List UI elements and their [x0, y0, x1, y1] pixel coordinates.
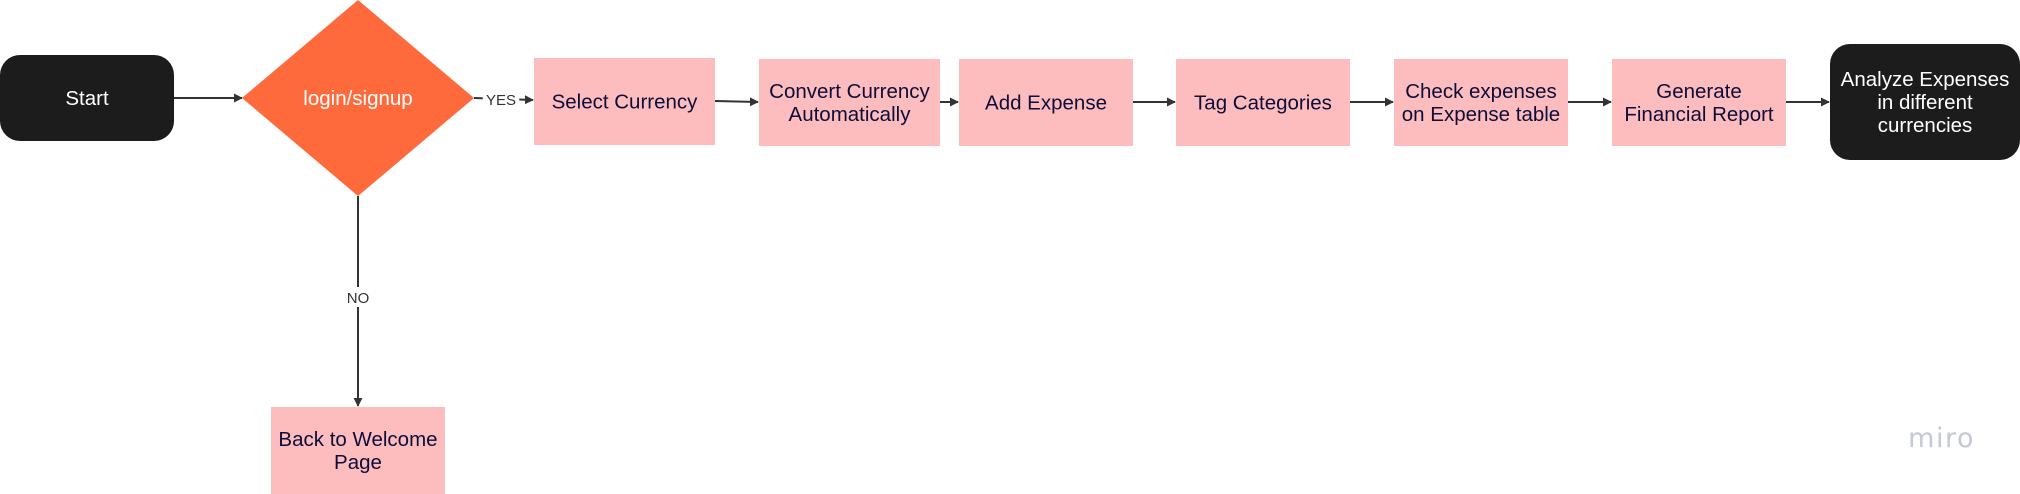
- edge-label-background: [344, 287, 372, 307]
- convert-currency-label-line: Automatically: [789, 103, 912, 126]
- select-currency-node[interactable]: Select Currency: [534, 58, 715, 145]
- tag-categories-shape: [1176, 59, 1350, 146]
- edge-label-background: [482, 89, 520, 109]
- start-shape: [0, 55, 174, 141]
- edge-labels-layer: YES NO: [344, 89, 520, 307]
- check-expenses-shape: [1394, 59, 1568, 146]
- login-diamond: [242, 0, 474, 196]
- generate-report-shape: [1612, 59, 1786, 146]
- edge-label-no: NO: [347, 290, 370, 307]
- select-currency-label-line: Select Currency: [552, 91, 699, 114]
- tag-categories-label-line: Tag Categories: [1194, 92, 1332, 115]
- back-to-welcome-label-line: Back to Welcome: [278, 428, 437, 451]
- convert-currency-shape: [759, 59, 940, 146]
- add-expense-label-line: Add Expense: [985, 92, 1107, 115]
- edge-label-yes: YES: [486, 92, 516, 109]
- start-node[interactable]: Start: [0, 55, 174, 141]
- login-node[interactable]: login/signup: [242, 0, 474, 196]
- analyze-expenses-label-line: in different: [1877, 91, 1973, 114]
- connector-select-currency-to-convert-currency: [714, 97, 759, 107]
- check-expenses-label-line: Check expenses: [1405, 80, 1557, 103]
- add-expense-shape: [959, 59, 1133, 146]
- check-expenses-label-line: on Expense table: [1402, 103, 1560, 126]
- back-to-welcome-label-line: Page: [334, 451, 382, 474]
- generate-report-label-line: Generate: [1656, 80, 1741, 103]
- tag-categories-node[interactable]: Tag Categories: [1176, 59, 1350, 146]
- select-currency-shape: [534, 58, 715, 145]
- analyze-expenses-label-line: currencies: [1878, 114, 1973, 137]
- start-label-line: Start: [65, 87, 109, 110]
- miro-watermark: miro: [1908, 423, 1975, 454]
- login-label-line: login/signup: [303, 87, 412, 110]
- back-to-welcome-shape: [271, 407, 445, 494]
- convert-currency-label-line: Convert Currency: [769, 80, 930, 103]
- generate-report-label-line: Financial Report: [1624, 103, 1774, 126]
- analyze-expenses-label-line: Analyze Expenses: [1841, 68, 2010, 91]
- add-expense-node[interactable]: Add Expense: [959, 59, 1133, 146]
- analyze-expenses-shape: [1830, 44, 2020, 160]
